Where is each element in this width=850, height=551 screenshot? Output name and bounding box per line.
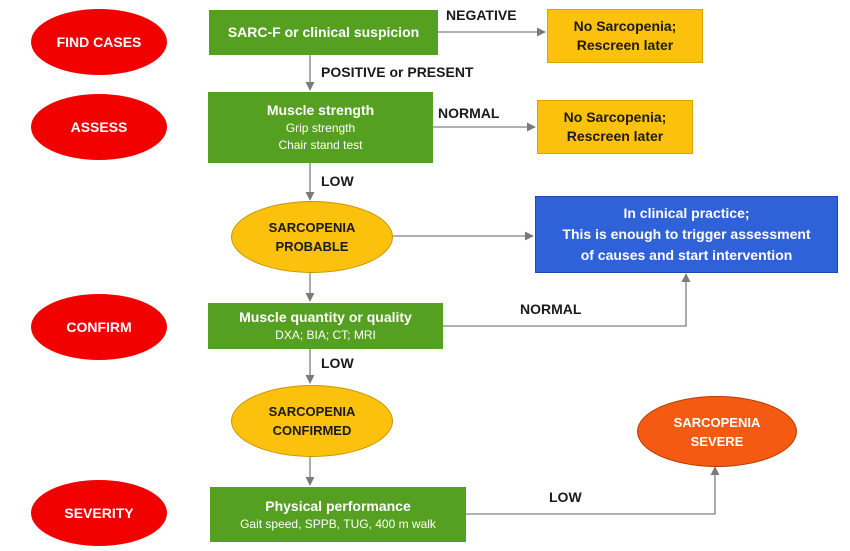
edge-label-positive-or-present: POSITIVE or PRESENT xyxy=(321,64,474,80)
stage-confirm: CONFIRM xyxy=(31,294,167,360)
step-muscle-strength-title: Muscle strength xyxy=(266,102,375,118)
outcome-severe-line-1: SARCOPENIA xyxy=(673,414,761,430)
arrow-low-3 xyxy=(466,466,720,515)
outcome-probable-line-1: SARCOPENIA xyxy=(268,220,356,235)
edge-label-negative: NEGATIVE xyxy=(446,7,517,23)
outcome-sarcopenia-confirmed: SARCOPENIA CONFIRMED xyxy=(231,385,393,457)
clinical-practice-line-1: In clinical practice; xyxy=(623,205,750,221)
step-muscle-quantity-tests: DXA; BIA; CT; MRI xyxy=(275,328,376,342)
step-muscle-quantity-title: Muscle quantity or quality xyxy=(239,309,412,325)
step-physical-performance-title: Physical performance xyxy=(265,497,411,514)
step-muscle-strength-test-1: Grip strength xyxy=(285,121,356,135)
edge-label-normal-1: NORMAL xyxy=(438,105,500,121)
outcome-no-sarcopenia-1: No Sarcopenia; Rescreen later xyxy=(547,9,703,63)
outcome-no-sarcopenia-2-line-2: Rescreen later xyxy=(566,128,664,144)
outcome-sarcopenia-probable: SARCOPENIA PROBABLE xyxy=(231,201,393,273)
edge-label-normal-2: NORMAL xyxy=(520,301,582,317)
clinical-practice-note: In clinical practice; This is enough to … xyxy=(535,196,838,273)
arrow-normal-2 xyxy=(443,273,691,327)
outcome-probable-line-2: PROBABLE xyxy=(275,239,349,254)
edge-label-low-3: LOW xyxy=(549,489,582,505)
outcome-no-sarcopenia-1-line-2: Rescreen later xyxy=(576,37,674,53)
edge-label-low-2: LOW xyxy=(321,355,354,371)
step-sarc-f: SARC-F or clinical suspicion xyxy=(209,10,438,55)
clinical-practice-line-2: This is enough to trigger assessment xyxy=(562,226,811,242)
step-sarc-f-title: SARC-F or clinical suspicion xyxy=(227,24,420,40)
outcome-severe-line-2: SEVERE xyxy=(690,433,744,449)
outcome-no-sarcopenia-2: No Sarcopenia; Rescreen later xyxy=(537,100,693,154)
stage-find-cases: FIND CASES xyxy=(31,9,167,75)
outcome-no-sarcopenia-2-line-1: No Sarcopenia; xyxy=(563,109,667,125)
outcome-confirmed-line-1: SARCOPENIA xyxy=(268,404,356,419)
edge-label-low-1: LOW xyxy=(321,173,354,189)
stage-severity: SEVERITY xyxy=(31,480,167,546)
step-physical-performance-tests: Gait speed, SPPB, TUG, 400 m walk xyxy=(240,516,436,531)
step-muscle-quantity: Muscle quantity or quality DXA; BIA; CT;… xyxy=(208,303,443,349)
step-muscle-strength: Muscle strength Grip strength Chair stan… xyxy=(208,92,433,163)
clinical-practice-line-3: of causes and start intervention xyxy=(580,247,793,263)
step-physical-performance: Physical performance Gait speed, SPPB, T… xyxy=(210,487,466,542)
outcome-no-sarcopenia-1-line-1: No Sarcopenia; xyxy=(573,18,677,34)
outcome-confirmed-line-2: CONFIRMED xyxy=(272,423,352,438)
outcome-sarcopenia-severe: SARCOPENIA SEVERE xyxy=(637,396,797,467)
step-muscle-strength-test-2: Chair stand test xyxy=(278,138,363,152)
stage-assess: ASSESS xyxy=(31,94,167,160)
